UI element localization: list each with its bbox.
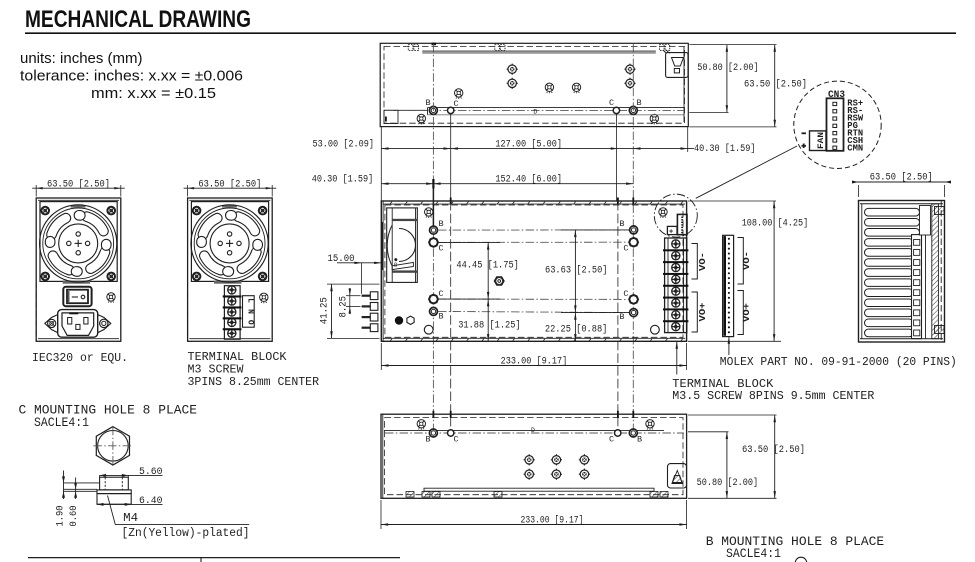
svg-text:50.80 [2.00]: 50.80 [2.00] [697,62,759,73]
svg-text:B MOUNTING HOLE 8 PLACE: B MOUNTING HOLE 8 PLACE [706,534,885,549]
svg-text:C: C [623,289,628,299]
svg-text:B: B [636,98,641,108]
svg-text:B: B [439,219,444,229]
svg-text:3PINS 8.25mm CENTER: 3PINS 8.25mm CENTER [188,376,320,389]
svg-text:40.30 [1.59]: 40.30 [1.59] [694,143,756,154]
svg-text:152.40 [6.00]: 152.40 [6.00] [495,174,562,185]
svg-text:TERMINAL BLOCK: TERMINAL BLOCK [672,378,773,391]
svg-text:C: C [439,289,444,299]
svg-text:63.50 [2.50]: 63.50 [2.50] [198,178,261,189]
svg-text:VO+: VO+ [698,303,708,322]
svg-text:SACLE4:1: SACLE4:1 [726,546,781,561]
svg-text:53.00 [2.09]: 53.00 [2.09] [313,138,375,149]
svg-text:RSW: RSW [847,113,864,123]
svg-text:C: C [439,244,444,254]
svg-text:VO-: VO- [698,252,708,271]
svg-text:63.50 [2.50]: 63.50 [2.50] [742,444,805,455]
svg-text:63.50 [2.50]: 63.50 [2.50] [47,178,110,189]
svg-text:B: B [637,435,642,445]
svg-text:C: C [609,435,614,445]
svg-text:50.80 [2.00]: 50.80 [2.00] [697,477,759,488]
svg-text:31.88 [1.25]: 31.88 [1.25] [458,320,521,331]
svg-text:108.00 [4.25]: 108.00 [4.25] [742,217,809,228]
svg-text:MECHANICAL DRAWING: MECHANICAL DRAWING [25,6,251,33]
svg-text:FAN: FAN [816,132,826,149]
svg-text:63.50 [2.50]: 63.50 [2.50] [870,172,933,183]
svg-text:40.30 [1.59]: 40.30 [1.59] [312,174,374,185]
svg-text:15.00: 15.00 [328,253,355,264]
svg-text:CMN: CMN [847,144,863,154]
svg-text:O: O [245,320,254,325]
svg-text:C: C [623,244,628,254]
svg-text:L: L [245,298,254,303]
svg-text:C: C [453,99,458,109]
svg-text:63.50 [2.50]: 63.50 [2.50] [744,79,807,90]
svg-text:127.00 [5.00]: 127.00 [5.00] [495,139,562,150]
svg-text:CN3: CN3 [828,90,845,101]
svg-text:units: inches (mm): units: inches (mm) [20,50,143,67]
svg-text:B: B [439,312,444,322]
svg-text:41.25: 41.25 [319,297,330,324]
svg-text:tolerance: inches: x.xx = ±0.0: tolerance: inches: x.xx = ±0.006 [20,68,243,85]
svg-text:8.25: 8.25 [338,296,349,318]
svg-text:PG: PG [847,121,858,131]
svg-text:1.90: 1.90 [54,505,65,526]
svg-text:C: C [453,435,458,445]
svg-text:VO-: VO- [742,251,752,270]
svg-text:B: B [425,98,430,108]
svg-text:233.00 [9.17]: 233.00 [9.17] [501,355,568,366]
svg-text:SACLE4:1: SACLE4:1 [34,415,89,430]
svg-text:C MOUNTING HOLE 8 PLACE: C MOUNTING HOLE 8 PLACE [19,403,198,418]
svg-text:C: C [609,98,614,108]
svg-text:M3.5 SCREW 8PINS 9.5mm CENTER: M3.5 SCREW 8PINS 9.5mm CENTER [672,390,874,403]
svg-text:5.60: 5.60 [139,466,163,477]
svg-text:IEC320 or EQU.: IEC320 or EQU. [32,352,128,365]
svg-text:TERMINAL BLOCK: TERMINAL BLOCK [188,351,287,364]
svg-text:233.00 [9.17]: 233.00 [9.17] [521,515,584,526]
svg-text:B: B [425,435,430,445]
svg-text:D: D [533,109,537,116]
svg-text:0: 0 [394,262,398,269]
svg-text:63.63 [2.50]: 63.63 [2.50] [545,265,608,276]
svg-text:+: + [669,228,673,236]
svg-text:RS+: RS+ [847,98,863,108]
svg-text:[Zn(Yellow)-plated]: [Zn(Yellow)-plated] [122,527,250,540]
svg-text:B: B [619,312,624,322]
svg-text:0.60: 0.60 [68,505,79,526]
svg-text:B: B [619,219,624,229]
svg-text:RTN: RTN [847,129,863,139]
svg-text:6.40: 6.40 [139,495,163,506]
svg-text:M3 SCREW: M3 SCREW [188,364,244,377]
svg-text:44.45 [1.75]: 44.45 [1.75] [456,260,518,271]
svg-text:D: D [531,427,535,434]
svg-text:CSH: CSH [847,136,863,146]
svg-text:22.25 [0.88]: 22.25 [0.88] [545,324,608,335]
svg-text:MOLEX PART NO. 09-91-2000 (20: MOLEX PART NO. 09-91-2000 (20 PINS) [720,356,957,369]
svg-text:mm: x.xx = ±0.15: mm: x.xx = ±0.15 [91,85,216,102]
svg-text:VO+: VO+ [742,303,752,322]
svg-text:M4: M4 [123,512,138,525]
svg-text:N: N [245,309,254,314]
svg-text:RS-: RS- [847,106,863,116]
